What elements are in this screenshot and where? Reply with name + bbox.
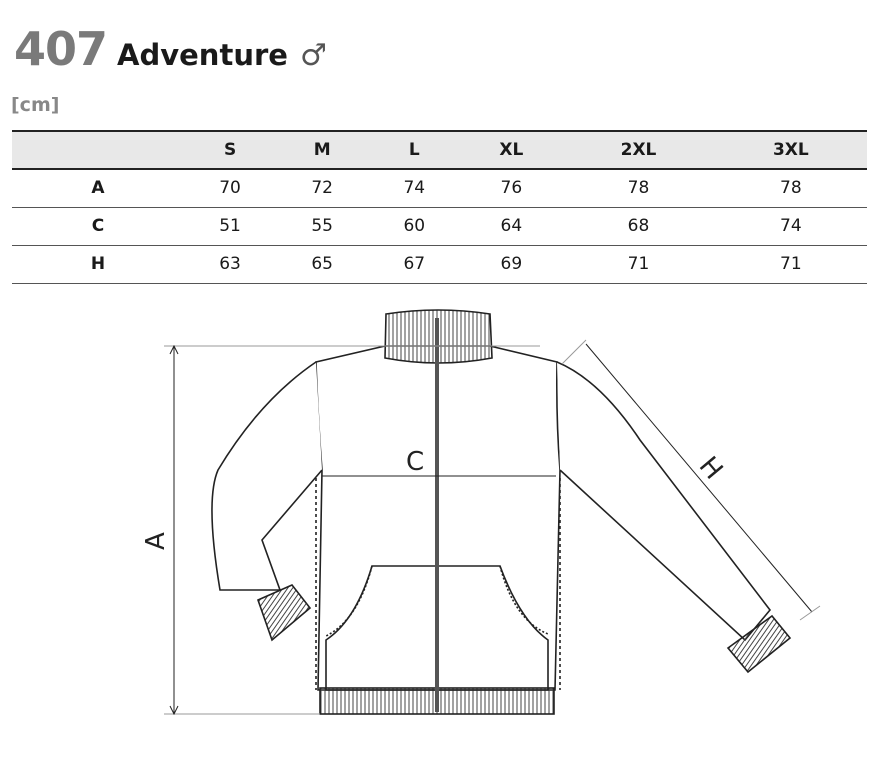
size-value: 78 [714,169,867,208]
size-value: 63 [184,245,277,284]
size-value: 65 [276,245,369,284]
left-sleeve [211,361,323,591]
size-value: 72 [276,169,369,208]
row-label: A [12,169,184,208]
size-value: 64 [460,207,563,246]
size-value: 78 [562,169,715,208]
size-value: 55 [276,207,369,246]
male-icon: ♂ [299,38,327,73]
label-a: A [141,532,171,550]
column-header: M [276,131,369,170]
row-label: H [12,245,184,284]
label-h: H [693,451,729,485]
jacket-diagram: A C H [141,309,821,716]
size-value: 74 [714,207,867,246]
model-number: 407 [14,22,108,76]
size-value: 67 [368,245,461,284]
column-header [12,131,184,170]
size-value: 68 [562,207,715,246]
column-header: 3XL [714,131,867,170]
size-value: 69 [460,245,563,284]
left-cuff [257,584,312,642]
size-value: 71 [714,245,867,284]
row-label: C [12,207,184,246]
column-header: S [184,131,277,170]
column-header: L [368,131,461,170]
column-header: XL [460,131,563,170]
measure-h [561,339,821,621]
size-value: 71 [562,245,715,284]
pocket-stitching [325,565,549,637]
label-c: C [406,447,424,477]
measure-a [164,344,540,716]
right-sleeve [556,361,772,642]
size-value: 70 [184,169,277,208]
product-title: 407 Adventure ♂ [14,22,327,76]
table-header-row: S M L XL 2XL 3XL [12,131,867,170]
unit-label: [cm] [11,94,60,116]
model-name: Adventure [117,38,288,72]
size-value: 76 [460,169,563,208]
size-value: 51 [184,207,277,246]
size-value: 60 [368,207,461,246]
size-value: 74 [368,169,461,208]
column-header: 2XL [562,131,715,170]
right-cuff [726,614,792,674]
